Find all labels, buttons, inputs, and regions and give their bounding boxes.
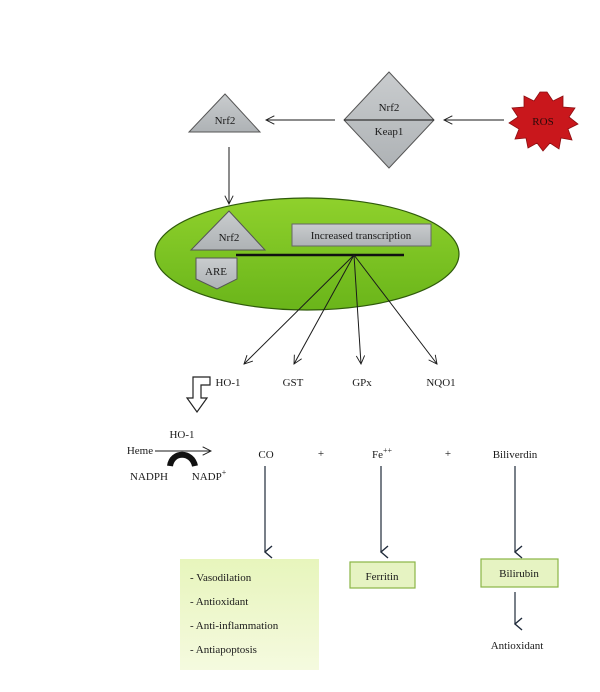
antioxidant-final: Antioxidant [491, 640, 544, 652]
ferritin-box: Ferritin [349, 561, 416, 589]
reaction-nadph: NADPH [130, 471, 168, 483]
triangle-icon [187, 93, 262, 133]
arrow-to-gpx [353, 254, 361, 364]
transcription-label: Increased transcription [311, 230, 412, 242]
nadp-superscript: + [222, 468, 227, 477]
arrow-to-nqo1 [353, 254, 437, 364]
bilirubin-label: Bilirubin [499, 568, 539, 580]
ferritin-box-bg [349, 561, 416, 589]
transcription-box [291, 223, 432, 247]
complex-keap1-label: Keap1 [375, 126, 404, 138]
plus-sign-1: + [318, 448, 324, 460]
product-co: CO [258, 449, 273, 461]
pentagon-tag-icon [195, 257, 238, 290]
nrf2-free-node: Nrf2 [187, 93, 262, 133]
ros-node: ROS [508, 91, 579, 152]
plus-sign-2: + [445, 448, 451, 460]
reaction-heme: Heme [127, 445, 153, 457]
product-biliverdin: Biliverdin [493, 449, 538, 461]
nrf2-keap1-complex: Nrf2 Keap1 [343, 71, 435, 169]
reaction-nadp: NADP+ [192, 468, 227, 483]
hollow-bent-arrow [185, 376, 211, 414]
gene-ho1: HO-1 [215, 377, 240, 389]
ros-label: ROS [532, 116, 553, 128]
fe-text: Fe [372, 449, 383, 461]
product-fe: Fe++ [372, 446, 393, 461]
effect-anti-inflammation: - Anti-inflammation [190, 620, 279, 632]
reaction-enzyme: HO-1 [169, 429, 194, 441]
gene-gst: GST [283, 377, 304, 389]
are-label: ARE [205, 266, 227, 278]
bilirubin-box: Bilirubin [480, 558, 559, 588]
effects-box-bg [180, 559, 319, 670]
star-burst-icon [508, 91, 579, 152]
nadp-text: NADP [192, 471, 222, 483]
nrf2-free-label: Nrf2 [215, 115, 236, 127]
ferritin-label: Ferritin [366, 571, 399, 583]
co-effects-box: - Vasodilation - Antioxidant - Anti-infl… [180, 559, 319, 670]
arrow-to-gst [294, 254, 355, 364]
nrf2-nuclear-label: Nrf2 [219, 232, 240, 244]
effect-antiapoptosis: - Antiapoptosis [190, 644, 257, 656]
fe-superscript: ++ [383, 446, 393, 455]
gene-nqo1: NQO1 [426, 377, 455, 389]
arrow-to-ho1 [244, 254, 355, 364]
effect-vasodilation: - Vasodilation [190, 572, 252, 584]
complex-nrf2-label: Nrf2 [379, 102, 400, 114]
bilirubin-box-bg [480, 558, 559, 588]
curved-arrow-icon [167, 451, 198, 468]
nucleus: Nrf2 ARE Increased transcription [154, 197, 460, 311]
gene-gpx: GPx [352, 377, 372, 389]
effect-antioxidant: - Antioxidant [190, 596, 248, 608]
triangle-icon [189, 210, 267, 251]
